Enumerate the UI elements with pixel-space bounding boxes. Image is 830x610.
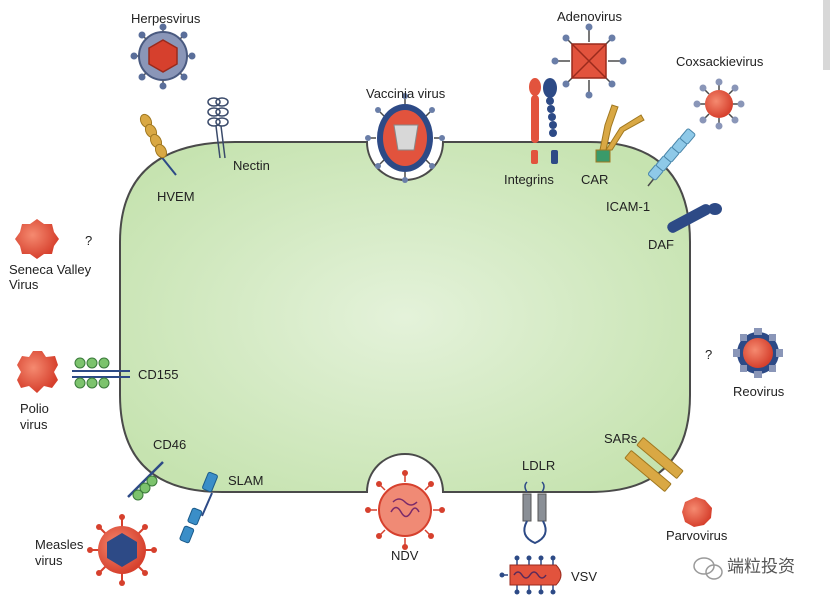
integrins-receptor	[529, 78, 558, 164]
parvovirus-icon	[682, 497, 712, 527]
seneca-label-line1: Seneca Valley	[9, 262, 92, 277]
ldlr-receptor	[522, 481, 547, 545]
icam1-label: ICAM-1	[606, 199, 651, 214]
vsv-icon	[499, 555, 562, 595]
parvovirus-label: Parvovirus	[666, 528, 728, 543]
cd46-receptor	[127, 461, 164, 501]
car-receptor	[595, 104, 645, 163]
ndv-label: NDV	[391, 548, 419, 563]
nectin-receptor	[207, 97, 229, 159]
vsv-label: VSV	[571, 569, 598, 584]
ldlr-label: LDLR	[522, 458, 556, 473]
daf-label: DAF	[648, 237, 674, 252]
watermark-text: 端粒投资	[727, 557, 795, 576]
measles-label-line1: Measles	[35, 537, 84, 552]
reovirus-label: Reovirus	[733, 384, 785, 399]
seneca-label-line2: Virus	[9, 277, 39, 292]
measles-label-line2: virus	[35, 553, 63, 568]
herpesvirus-label: Herpesvirus	[131, 11, 201, 26]
sars-label: SARs	[604, 431, 638, 446]
slam-label: SLAM	[228, 473, 264, 488]
herpesvirus-icon	[130, 23, 196, 90]
sars-receptor	[624, 437, 684, 492]
reovirus-icon	[733, 328, 783, 378]
polio-label-line1: Polio	[20, 401, 49, 416]
integrins-label: Integrins	[504, 172, 554, 187]
cd155-label: CD155	[138, 367, 179, 382]
hvem-receptor	[139, 113, 177, 176]
seneca-valley-virus-icon	[15, 219, 59, 259]
polio-virus-icon	[17, 351, 58, 393]
measles-virus-icon	[87, 514, 157, 586]
polio-label-line2: virus	[20, 417, 48, 432]
daf-receptor	[667, 203, 722, 233]
icam1-receptor	[647, 128, 696, 187]
cd46-label: CD46	[153, 437, 187, 452]
vaccinia-label: Vaccinia virus	[366, 86, 446, 101]
hvem-label: HVEM	[157, 189, 195, 204]
wechat-watermark-icon	[693, 557, 723, 580]
adenovirus-icon	[551, 23, 627, 99]
cd155-receptor	[72, 357, 130, 389]
nectin-label: Nectin	[233, 158, 270, 173]
ndv-icon	[365, 470, 445, 550]
car-label: CAR	[581, 172, 609, 187]
adenovirus-label: Adenovirus	[557, 9, 623, 24]
slam-receptor	[179, 471, 218, 544]
vaccinia-virus-icon	[365, 93, 445, 183]
coxsackievirus-icon	[693, 78, 745, 130]
coxsackievirus-label: Coxsackievirus	[676, 54, 764, 69]
reovirus-question-mark: ?	[705, 347, 713, 362]
scrollbar-strip	[823, 0, 830, 70]
seneca-question-mark: ?	[85, 233, 93, 248]
